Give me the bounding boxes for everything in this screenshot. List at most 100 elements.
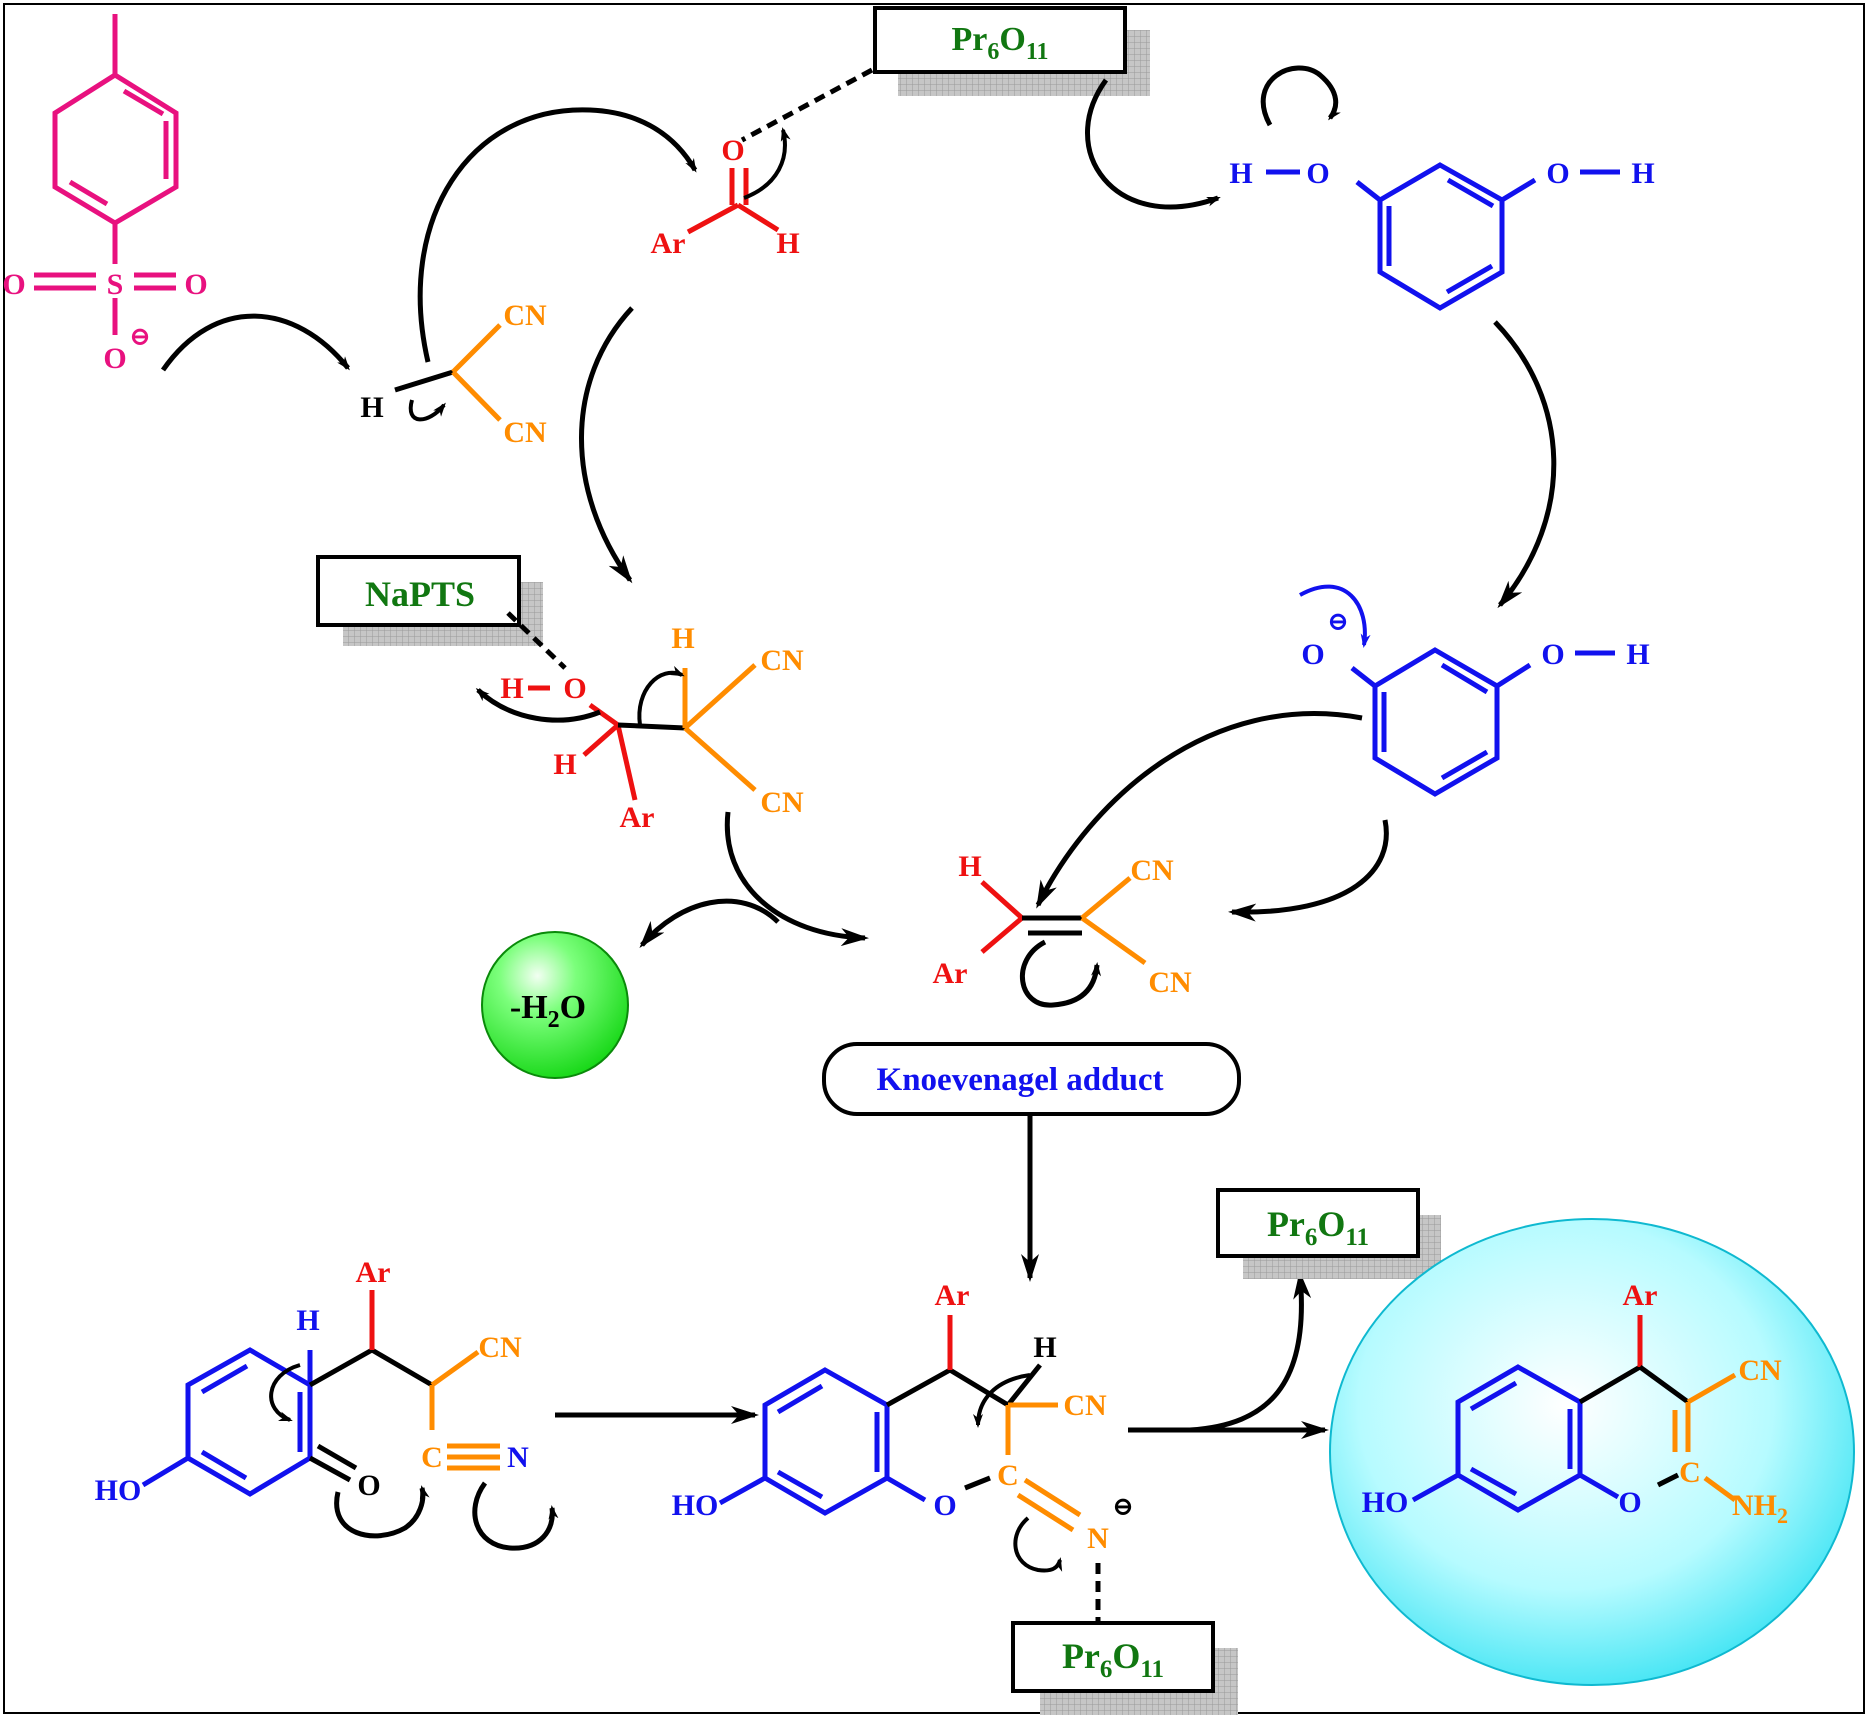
aldol-cn-1: CN	[760, 644, 804, 677]
tosylate-charge: ⊖	[129, 322, 151, 351]
tosylate-o-left: O	[2, 268, 25, 301]
catalyst-mid-sub1: 6	[1305, 1224, 1318, 1251]
malononitrile-h: H	[360, 391, 383, 424]
catalyst-mid-sub2: 11	[1345, 1224, 1369, 1251]
aldehyde-ar: Ar	[651, 227, 686, 260]
arrow-elimination-curl	[637, 665, 685, 726]
resorcinol-top-h-right: H	[1631, 157, 1654, 190]
knoevenagel-label-text: Knoevenagel adduct	[877, 1062, 1164, 1098]
arrow-adduct-to-knoevenagel	[724, 811, 869, 947]
product-highlight	[1329, 1218, 1855, 1686]
scheme-frame	[3, 3, 1865, 1714]
michael-o: O	[357, 1469, 380, 1502]
arrow-phenoxide-attack	[1035, 711, 1363, 909]
water-label-pre: -H	[510, 989, 548, 1026]
napts-label: NaPTS	[365, 574, 475, 614]
catalyst-bottom-sub1: 6	[1100, 1656, 1113, 1683]
aldol-oh-h: H	[500, 672, 523, 705]
catalyst-top-sub2: 11	[1026, 39, 1049, 65]
catalyst-mid-pr: Pr	[1267, 1204, 1305, 1244]
aldol-ar: Ar	[620, 801, 655, 834]
arrow-water-elimination	[639, 898, 780, 949]
malononitrile-cn-1: CN	[503, 299, 547, 332]
water-label-post: O	[560, 989, 586, 1026]
catalyst-bottom-o: O	[1112, 1636, 1140, 1676]
product-nh2-main: NH	[1732, 1489, 1777, 1522]
aryl-aldehyde	[686, 168, 780, 235]
tosylate-anion	[34, 14, 179, 335]
resorcinol-top	[1266, 162, 1620, 311]
water-label-sub: 2	[548, 1007, 560, 1033]
water-ball: -H2O	[481, 931, 629, 1079]
arrow-michael-nitrile-curl	[472, 1481, 559, 1551]
michael-cn: CN	[478, 1331, 522, 1364]
cyclized-cn: CN	[1063, 1389, 1107, 1422]
catalyst-box-top: Pr6O11	[873, 6, 1150, 96]
cyclized-charge: ⊖	[1112, 1492, 1134, 1521]
phenoxide-o-right: O	[1541, 638, 1564, 671]
product-o: O	[1618, 1486, 1641, 1519]
catalyst-bottom-sub2: 11	[1140, 1656, 1164, 1683]
catalyst-mid-o: O	[1317, 1204, 1345, 1244]
resorcinol-top-h-left: H	[1229, 157, 1252, 190]
knoevenagel-h: H	[958, 850, 981, 883]
michael-c: C	[421, 1441, 443, 1474]
knoevenagel-adduct-label: Knoevenagel adduct	[822, 1042, 1241, 1116]
catalyst-label-bottom: Pr6O11	[1062, 1636, 1164, 1683]
catalyst-label-mid: Pr6O11	[1267, 1204, 1369, 1251]
product-nh2-sub: 2	[1777, 1503, 1788, 1528]
catalyst-top-sub1: 6	[987, 39, 999, 65]
napts-box: NaPTS	[316, 555, 543, 646]
catalyst-box-bottom: Pr6O11	[1011, 1621, 1238, 1715]
knoevenagel-cn-1: CN	[1130, 854, 1174, 887]
arrow-michael-h-shift	[269, 1363, 301, 1422]
phenoxide-anion	[1350, 647, 1615, 797]
arrow-cyclized-h-shift	[973, 1373, 1031, 1428]
phenoxide-h-right: H	[1626, 638, 1649, 671]
arrow-aldehyde-to-adduct	[579, 306, 634, 584]
cyclized-intermediate: Ar H CN C O HO N ⊖	[672, 1279, 1134, 1555]
water-label: -H2O	[510, 989, 586, 1033]
aldehyde-h: H	[776, 227, 799, 260]
catalyst-box-mid: Pr6O11	[1216, 1188, 1441, 1279]
catalyst-bottom-pr: Pr	[1062, 1636, 1100, 1676]
aminochromene-product: Ar CN C O HO NH2	[1362, 1279, 1788, 1528]
aldol-h: H	[553, 748, 576, 781]
aldol-oh-o: O	[563, 672, 586, 705]
cyclized-c: C	[997, 1459, 1019, 1492]
malononitrile: H CN CN	[360, 299, 547, 449]
arrow-ch-bond-curl	[408, 399, 446, 422]
knoevenagel-cn-2: CN	[1148, 966, 1192, 999]
arrow-resorcinol-to-phenoxide	[1493, 320, 1557, 609]
arrow-catalyst-to-resorcinol	[1085, 78, 1221, 210]
resorcinol-top-o-right: O	[1546, 157, 1569, 190]
michael-ho: HO	[95, 1474, 142, 1507]
cyclized-n: N	[1087, 1522, 1109, 1555]
aldehyde-o: O	[721, 134, 744, 167]
arrow-water-leaving	[475, 687, 601, 723]
product-cn: CN	[1738, 1354, 1782, 1387]
tosylate-o-minus: O	[103, 342, 126, 375]
phenoxide-charge: ⊖	[1327, 607, 1349, 636]
product-c: C	[1679, 1456, 1701, 1489]
arrow-michael-o-attack	[334, 1485, 430, 1539]
dashed-coordination-napts	[506, 611, 567, 670]
arrow-phenoxide-resonance	[1299, 584, 1371, 648]
resorcinol-top-o-left: O	[1306, 157, 1329, 190]
cyclized-o: O	[933, 1489, 956, 1522]
arrow-cyclized-n-curl	[1013, 1516, 1063, 1573]
phenoxide-o-minus: O	[1301, 638, 1324, 671]
knoevenagel-ar: Ar	[933, 957, 968, 990]
dashed-coordination-top	[740, 67, 874, 143]
arrow-catalyst-release	[1189, 1271, 1312, 1433]
product-nh2: NH2	[1732, 1489, 1788, 1528]
cyclized-ar: Ar	[935, 1279, 970, 1312]
product-ho: HO	[1362, 1486, 1409, 1519]
catalyst-label-top: Pr6O11	[952, 21, 1049, 65]
catalyst-top-pr: Pr	[952, 21, 988, 58]
arrow-carbanion-to-aldehyde	[417, 107, 698, 363]
tosylate-s: S	[107, 268, 124, 301]
arrow-oh-bond-curl	[1260, 65, 1341, 127]
arrow-phenoxide-to-knoevenagel	[1228, 819, 1389, 922]
